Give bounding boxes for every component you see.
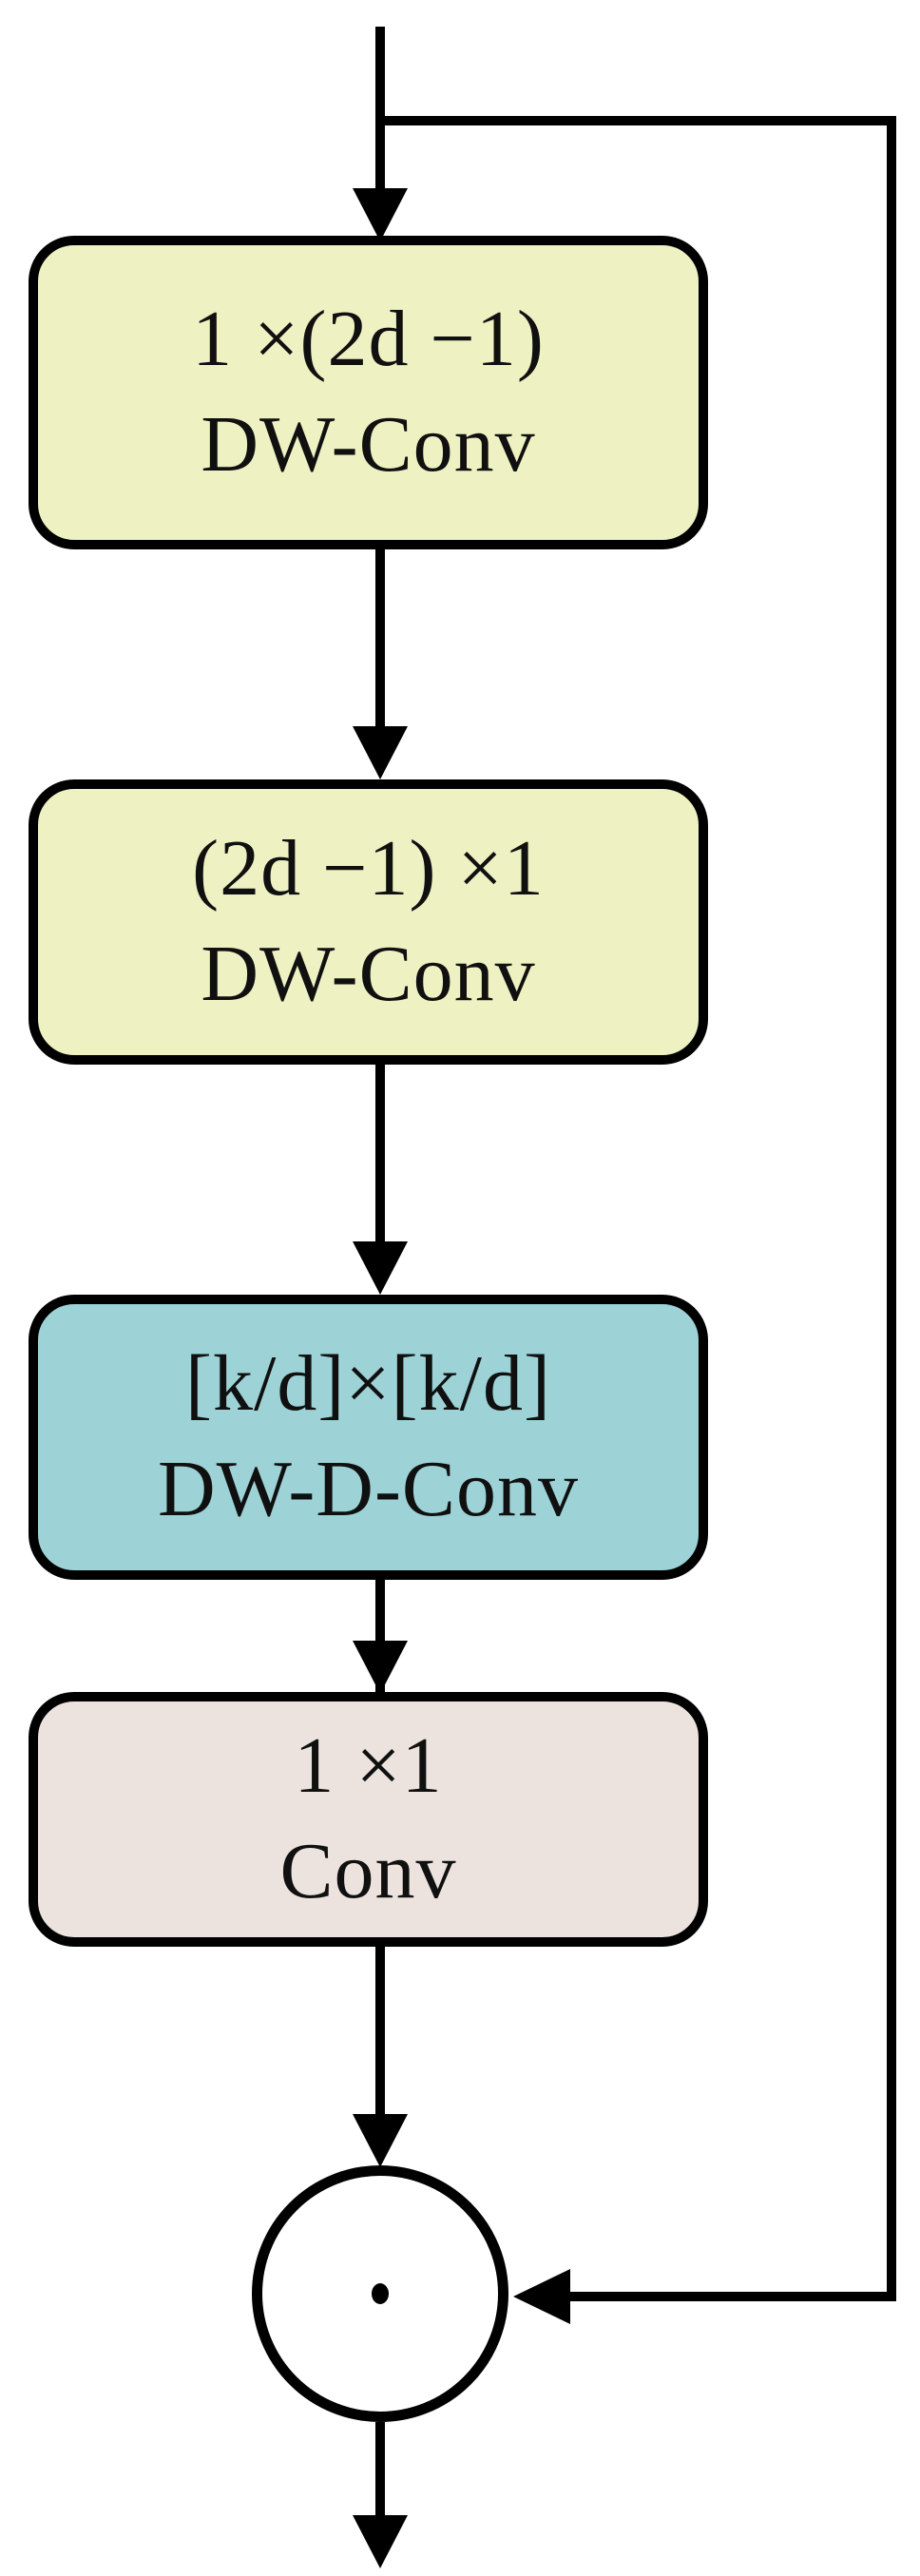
edge-dwconv-v-to-dwdconv-line: [375, 1065, 385, 1245]
arrowhead-into-operator-top-icon: [353, 2114, 408, 2167]
dot-product-icon: [372, 2283, 389, 2304]
node-dwconv-vertical-op-label: DW-Conv: [201, 930, 536, 1018]
edge-conv-to-operator-line: [375, 1947, 385, 2118]
skip-branch-line: [375, 116, 896, 125]
node-dwdconv: [k/d]×[k/d] DW-D-Conv: [29, 1295, 708, 1580]
output-arrowhead-icon: [353, 2515, 408, 2568]
node-dwconv-horizontal-kernel-label: 1 ×(2d −1): [192, 295, 545, 384]
arrowhead-into-operator-icon: [513, 2269, 570, 2324]
output-line: [375, 2422, 385, 2519]
arrowhead-into-conv-icon: [353, 1641, 408, 1694]
operator-multiply-circle: [252, 2165, 508, 2422]
arrowhead-into-dwdconv-icon: [353, 1241, 408, 1295]
node-dwconv-vertical-kernel-label: (2d −1) ×1: [192, 824, 545, 913]
node-conv-1x1-kernel-label: 1 ×1: [294, 1721, 443, 1811]
edge-dwconv-h-to-dwconv-v-line: [375, 549, 385, 730]
node-dwdconv-op-label: DW-D-Conv: [158, 1445, 579, 1533]
node-dwconv-horizontal-op-label: DW-Conv: [201, 400, 536, 489]
arrowhead-into-dwconv-vertical-icon: [353, 726, 408, 779]
node-dwconv-horizontal: 1 ×(2d −1) DW-Conv: [29, 236, 708, 549]
input-line: [375, 27, 385, 194]
arrowhead-into-dwconv-horizontal-icon: [353, 188, 408, 241]
skip-into-operator-line: [568, 2292, 896, 2301]
edge-dwdconv-to-conv-line: [375, 1580, 385, 1694]
node-dwconv-vertical: (2d −1) ×1 DW-Conv: [29, 779, 708, 1065]
skip-right-rail-line: [887, 116, 896, 2301]
node-conv-1x1-op-label: Conv: [279, 1827, 457, 1915]
node-dwdconv-kernel-label: [k/d]×[k/d]: [185, 1339, 551, 1429]
node-conv-1x1: 1 ×1 Conv: [29, 1692, 708, 1947]
